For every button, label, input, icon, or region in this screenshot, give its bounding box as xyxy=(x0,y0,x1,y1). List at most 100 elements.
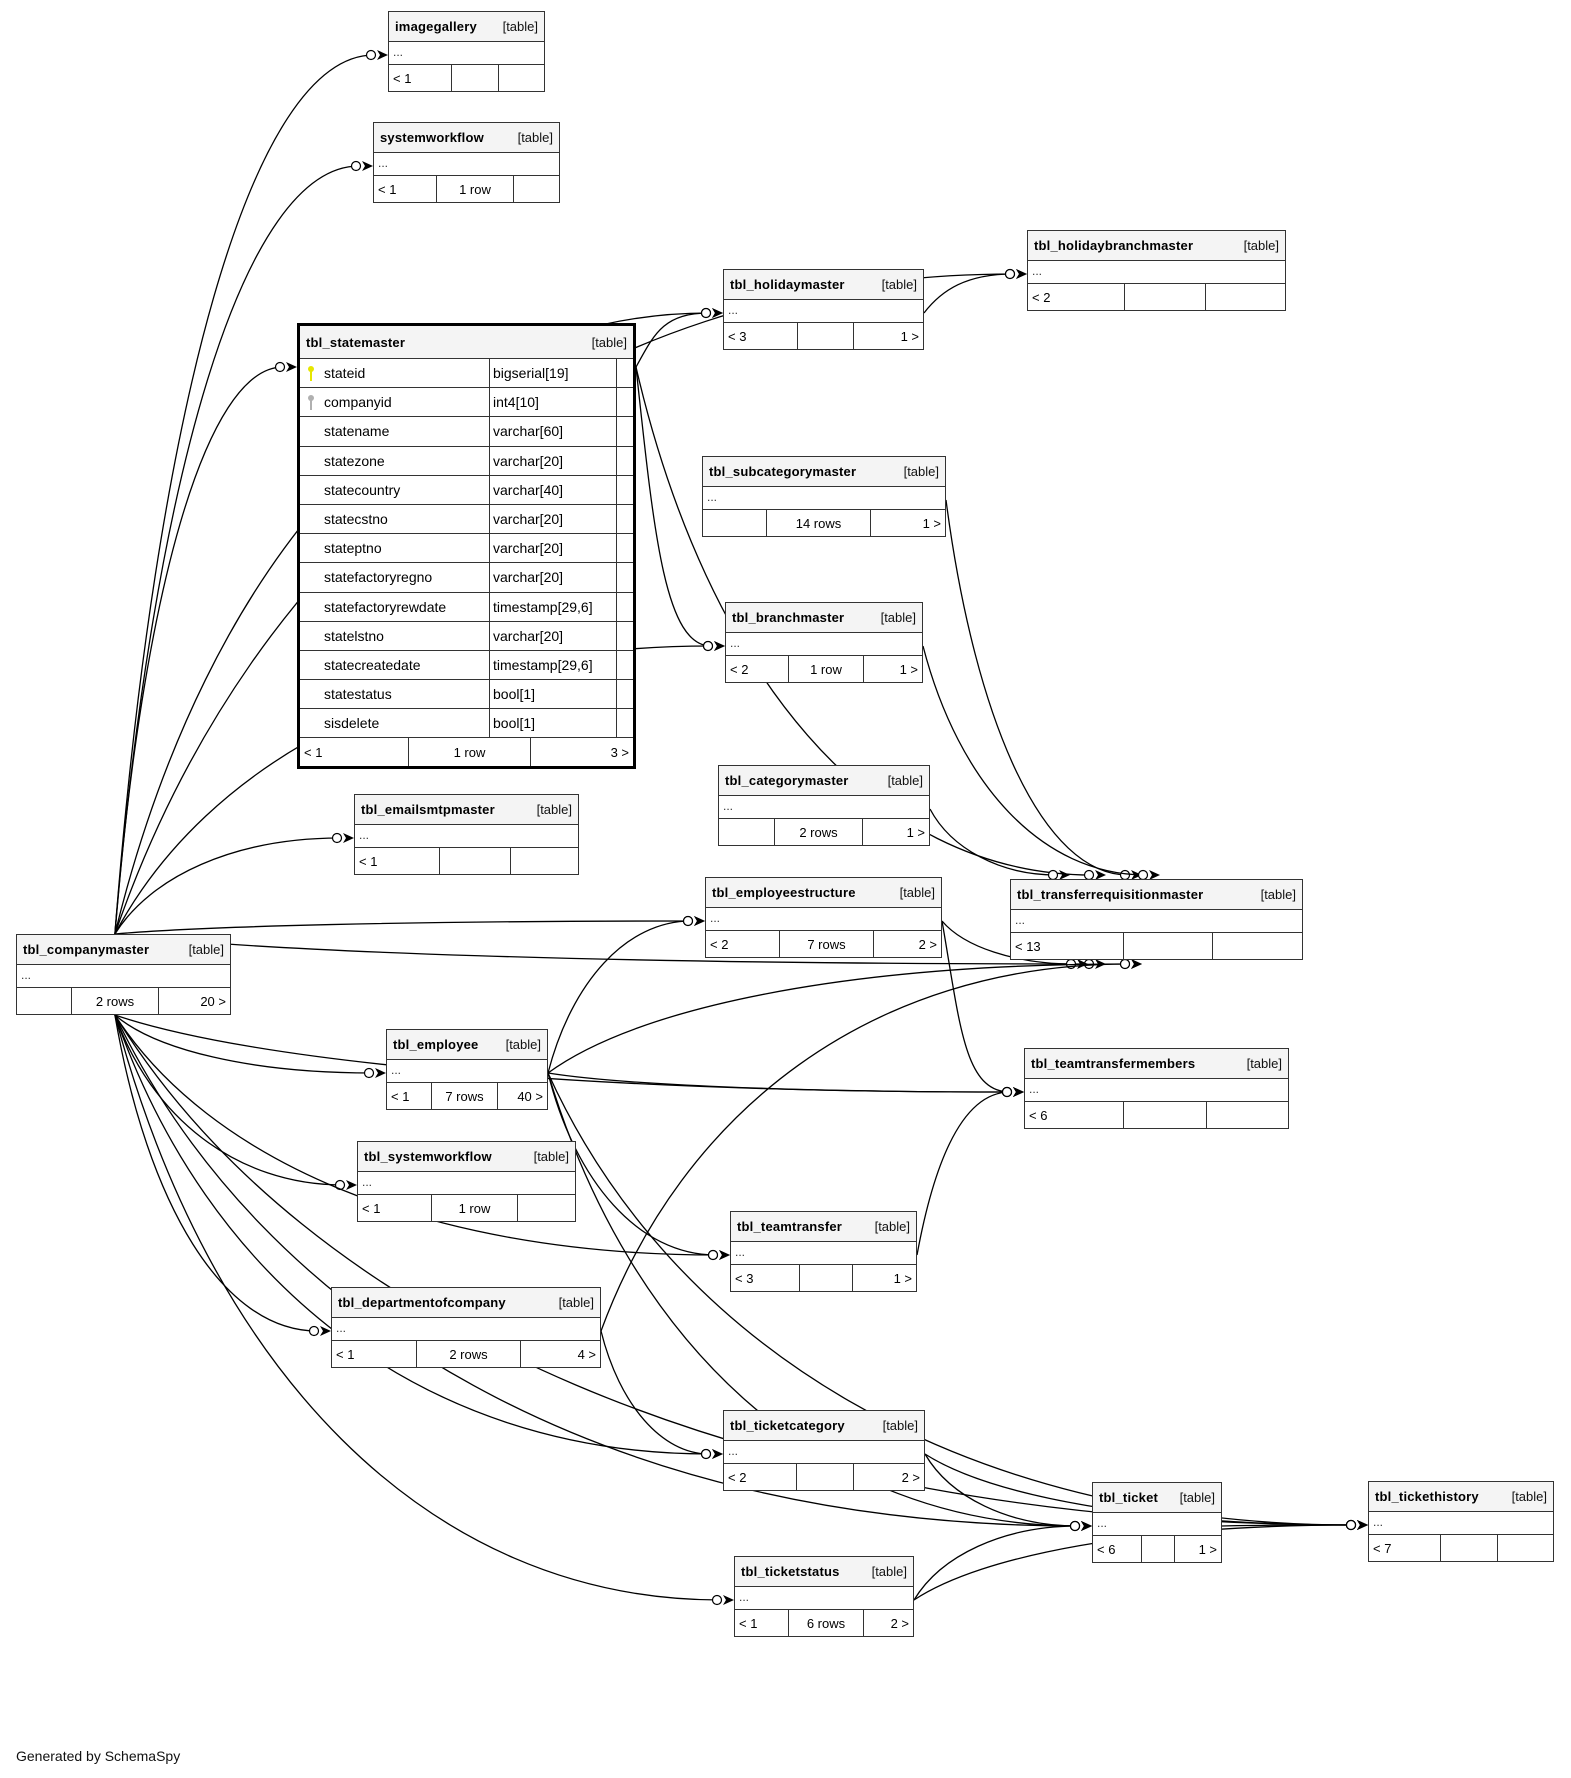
table-name[interactable]: tbl_teamtransfermembers xyxy=(1031,1056,1196,1071)
parents-count[interactable] xyxy=(17,988,71,1014)
parents-count[interactable]: < 7 xyxy=(1373,1540,1392,1556)
children-count[interactable]: 40 > xyxy=(497,1083,547,1109)
table-name[interactable]: tbl_categorymaster xyxy=(725,773,849,788)
table-name[interactable]: tbl_emailsmtpmaster xyxy=(361,802,495,817)
table-name[interactable]: tbl_holidaymaster xyxy=(730,277,845,292)
table-name[interactable]: tbl_statemaster xyxy=(306,334,406,350)
children-count[interactable] xyxy=(1212,933,1302,959)
parents-count[interactable]: < 2 xyxy=(728,1469,747,1485)
table-name[interactable]: tbl_subcategorymaster xyxy=(709,464,857,479)
table-name[interactable]: tbl_ticketcategory xyxy=(730,1418,845,1433)
children-count[interactable]: 2 > xyxy=(863,1610,913,1636)
children-count[interactable]: 1 > xyxy=(852,1265,916,1291)
table-subcategorymaster[interactable]: tbl_subcategorymaster[table] ... 14 rows… xyxy=(702,456,946,537)
parents-count[interactable] xyxy=(719,819,774,845)
table-name[interactable]: tbl_systemworkflow xyxy=(364,1149,492,1164)
parents-count[interactable]: < 6 xyxy=(1029,1107,1048,1123)
children-count[interactable] xyxy=(513,176,559,202)
children-count[interactable]: 2 > xyxy=(873,931,941,957)
table-transferrequisitionmaster[interactable]: tbl_transferrequisitionmaster[table] ...… xyxy=(1010,879,1303,960)
table-name[interactable]: tbl_ticket xyxy=(1099,1490,1159,1505)
table-name[interactable]: tbl_employeestructure xyxy=(712,885,856,900)
children-count[interactable] xyxy=(1205,284,1285,310)
parents-count[interactable]: < 3 xyxy=(735,1270,754,1286)
children-count[interactable]: 1 > xyxy=(853,323,923,349)
parents-count[interactable]: < 1 xyxy=(393,70,412,86)
parents-count[interactable]: < 2 xyxy=(710,936,729,952)
table-tickethistory[interactable]: tbl_tickethistory[table] ... < 7 xyxy=(1368,1481,1554,1562)
children-count[interactable] xyxy=(517,1195,575,1221)
table-name[interactable]: tbl_employee xyxy=(393,1037,479,1052)
children-count[interactable]: 1 > xyxy=(870,510,945,536)
table-imagegallery[interactable]: imagegallery[table] ... < 1 xyxy=(388,11,545,92)
table-name[interactable]: tbl_branchmaster xyxy=(732,610,845,625)
table-name[interactable]: tbl_tickethistory xyxy=(1375,1489,1479,1504)
children-count[interactable] xyxy=(510,848,578,874)
children-count[interactable]: 2 > xyxy=(853,1464,924,1490)
table-name[interactable]: tbl_departmentofcompany xyxy=(338,1295,506,1310)
table-holidaybranchmaster[interactable]: tbl_holidaybranchmaster[table] ... < 2 xyxy=(1027,230,1286,311)
table-name[interactable]: tbl_companymaster xyxy=(23,942,150,957)
parents-count[interactable] xyxy=(703,510,766,536)
parents-count[interactable]: < 1 xyxy=(336,1346,355,1362)
column-name: statefactoryrewdate xyxy=(300,592,490,621)
children-count[interactable]: 4 > xyxy=(520,1341,600,1367)
parents-count[interactable]: < 1 xyxy=(359,853,378,869)
table-name[interactable]: tbl_ticketstatus xyxy=(741,1564,840,1579)
parents-count[interactable]: < 13 xyxy=(1015,938,1041,954)
parents-count[interactable]: < 3 xyxy=(728,328,747,344)
children-count[interactable]: 1 > xyxy=(863,656,922,682)
table-name[interactable]: tbl_holidaybranchmaster xyxy=(1034,238,1194,253)
table-teamtransfermembers[interactable]: tbl_teamtransfermembers[table] ... < 6 xyxy=(1024,1048,1289,1129)
children-count[interactable] xyxy=(498,65,544,91)
parents-count[interactable]: < 2 xyxy=(1032,289,1051,305)
table-name[interactable]: imagegallery xyxy=(395,19,477,34)
parents-count[interactable]: < 2 xyxy=(730,661,749,677)
many-arrow-icon xyxy=(1095,959,1106,969)
children-count[interactable] xyxy=(1497,1535,1553,1561)
parents-count[interactable]: < 1 xyxy=(362,1200,381,1216)
table-emailsmtpmaster[interactable]: tbl_emailsmtpmaster[table] ... < 1 xyxy=(354,794,579,875)
children-count[interactable]: 3 > xyxy=(530,738,633,767)
parents-count[interactable]: < 1 xyxy=(304,744,323,760)
optional-cardinality-icon xyxy=(682,915,694,927)
children-count[interactable]: 1 > xyxy=(1174,1536,1221,1562)
parents-count[interactable]: < 6 xyxy=(1097,1541,1116,1557)
table-name[interactable]: systemworkflow xyxy=(380,130,484,145)
children-count[interactable]: 20 > xyxy=(158,988,230,1014)
parents-count[interactable]: < 1 xyxy=(378,181,397,197)
table-name[interactable]: tbl_transferrequisitionmaster xyxy=(1017,887,1204,902)
parents-count[interactable]: < 1 xyxy=(739,1615,758,1631)
children-count[interactable]: 1 > xyxy=(862,819,929,845)
parents-count[interactable]: < 1 xyxy=(391,1088,410,1104)
children-count[interactable] xyxy=(1206,1102,1288,1128)
table-name[interactable]: tbl_teamtransfer xyxy=(737,1219,843,1234)
